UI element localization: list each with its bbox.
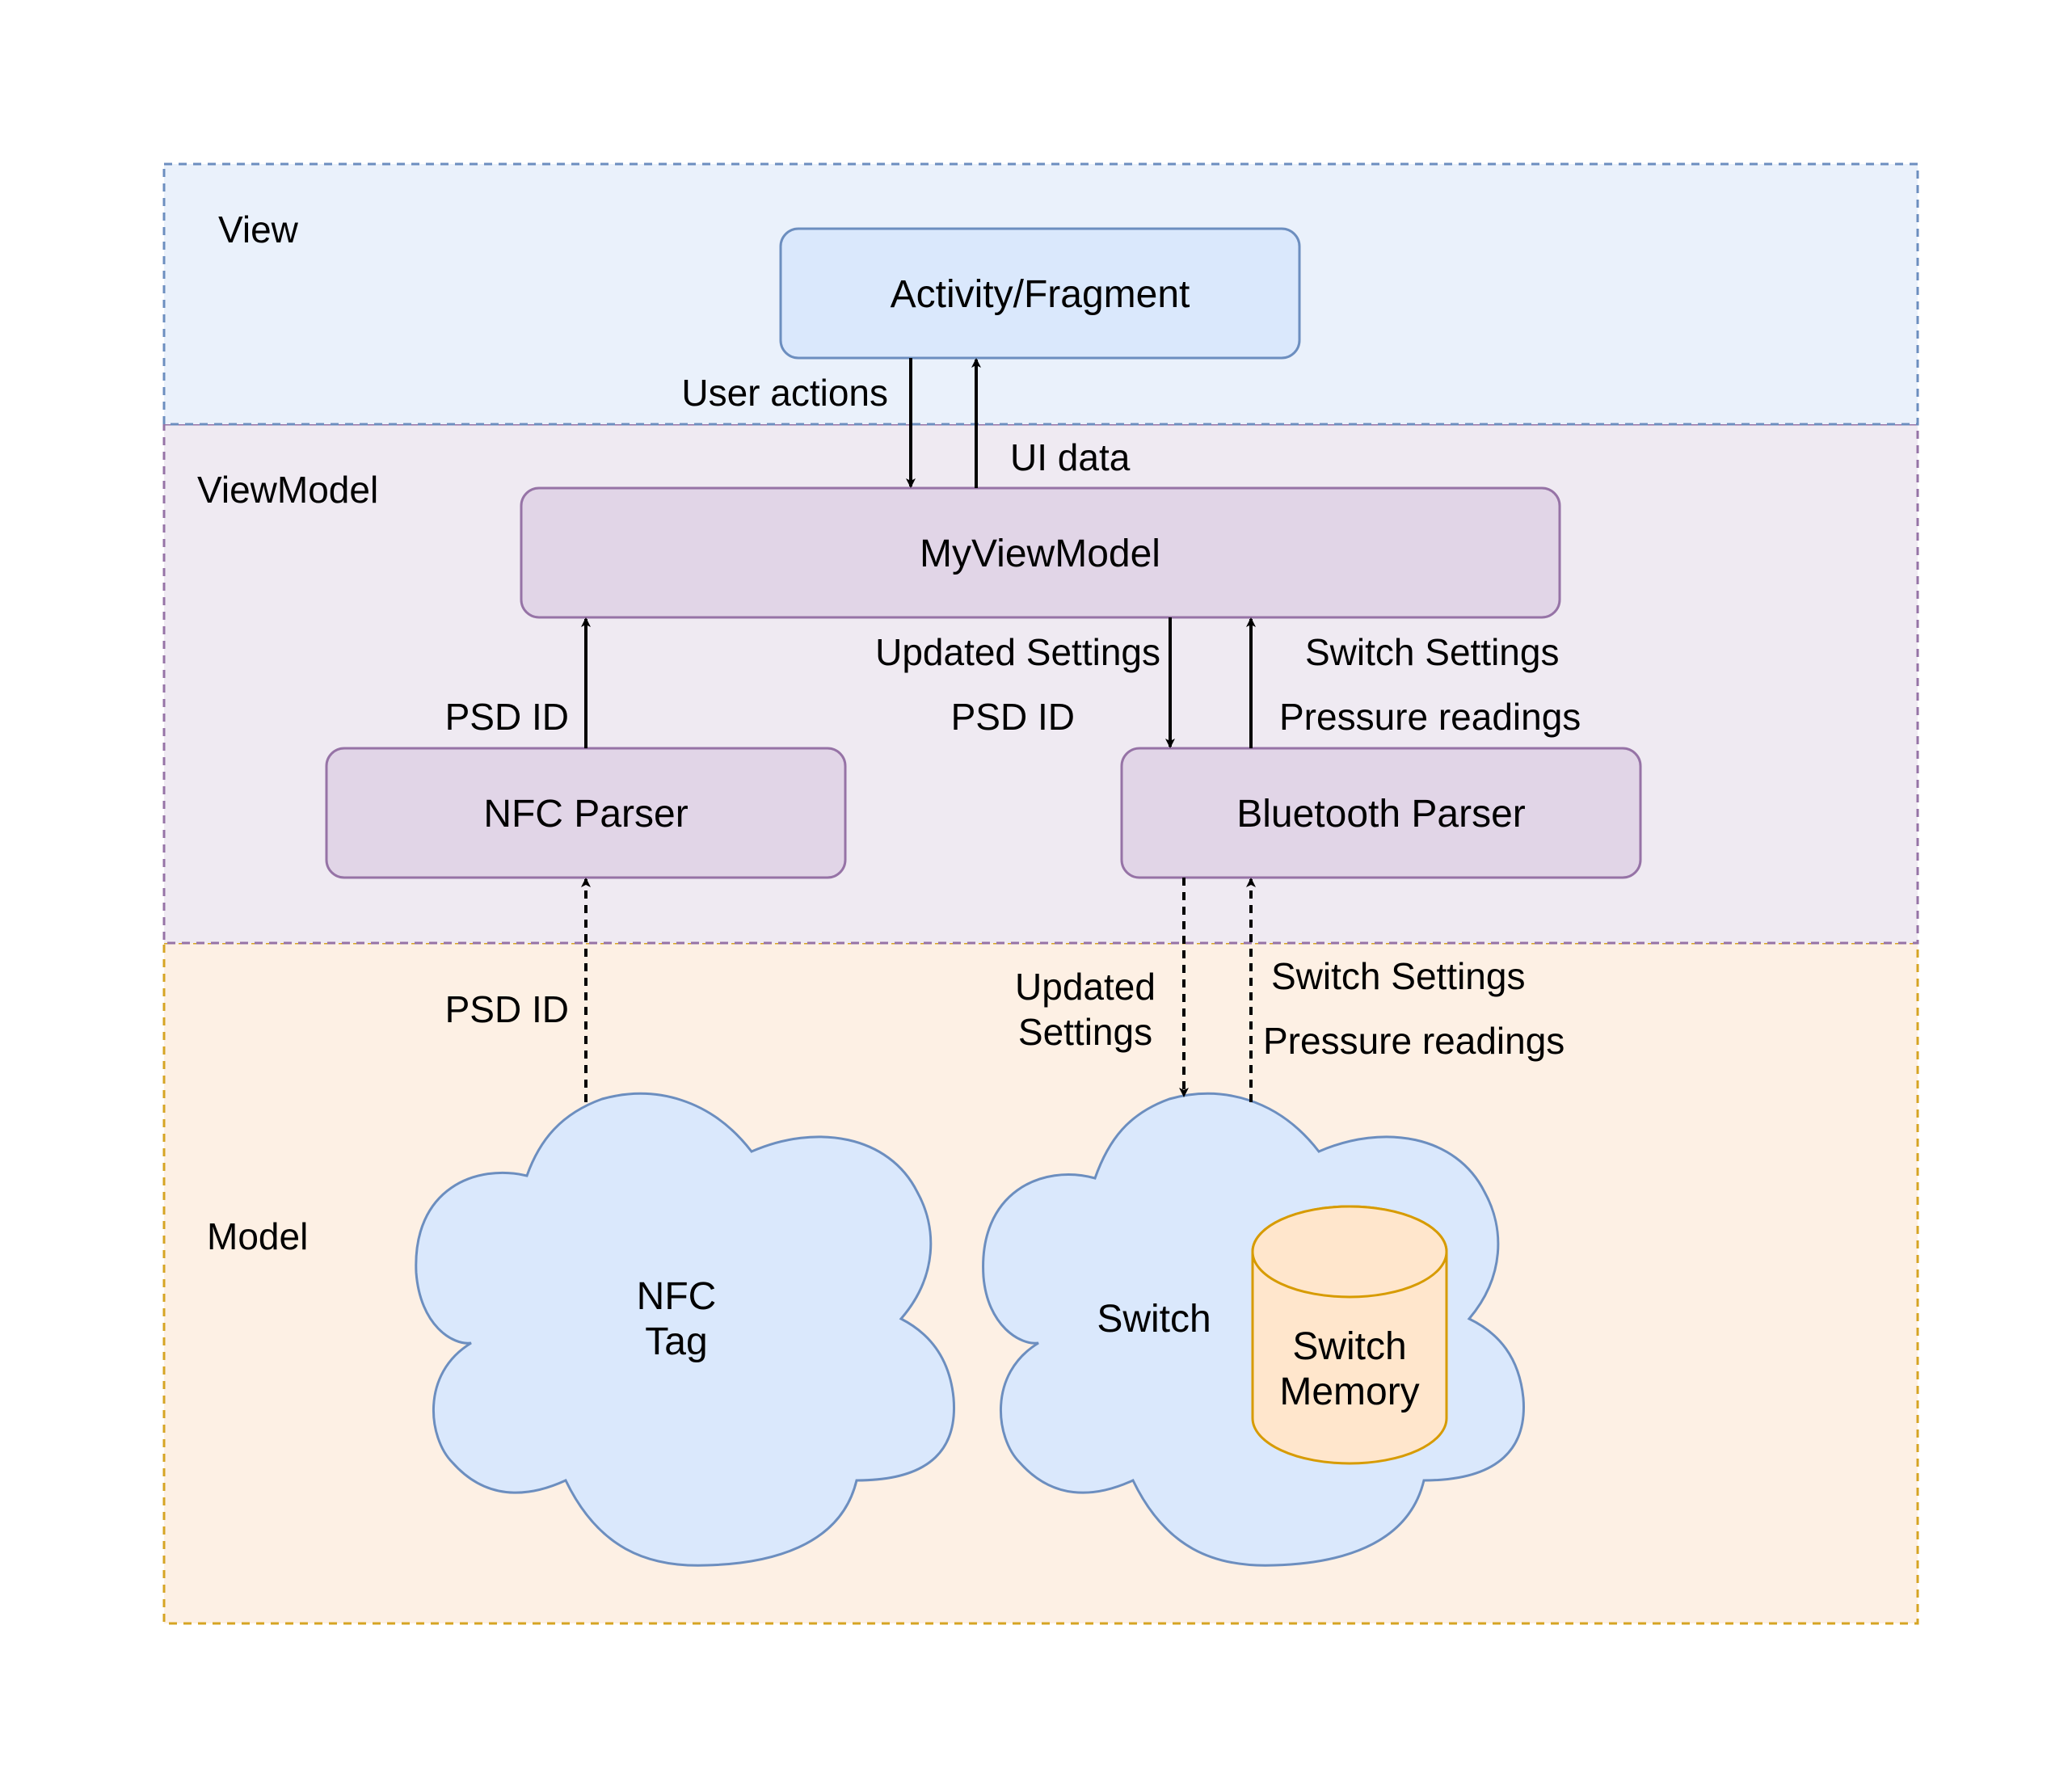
updated-settings-bt-to-switch-label-line1: Updated [1015,966,1156,1008]
pressure-readings-switch-to-bt-label: Pressure readings [1263,1020,1565,1062]
my-view-model-label: MyViewModel [920,533,1160,575]
switch-settings-switch-to-bt-label: Switch Settings [1271,955,1525,997]
user-actions-label: User actions [681,372,888,414]
psd-id-vm-to-bt-label: PSD ID [951,696,1075,738]
switch-memory-label-line1: Switch [1292,1325,1406,1368]
updated-settings-bt-to-switch-label-line2: Settings [1018,1011,1152,1053]
updated-settings-vm-to-bt-label: Updated Settings [875,631,1160,673]
bluetooth-parser-node[interactable] [1120,747,1642,879]
nfc-tag-cloud[interactable] [415,1092,956,1567]
psd-id-nfc-to-vm-label: PSD ID [445,696,569,738]
bluetooth-parser-label: Bluetooth Parser [1236,793,1526,836]
activity-fragment-label: Activity/Fragment [891,273,1190,316]
model-layer-label: Model [207,1215,308,1257]
view-layer-label: View [218,208,299,251]
psd-id-tag-to-nfc-label: PSD ID [445,988,569,1030]
switch-memory-cylinder[interactable] [1251,1205,1448,1465]
nfc-parser-label: NFC Parser [483,793,688,836]
pressure-readings-bt-to-vm-label: Pressure readings [1279,696,1581,738]
viewmodel-layer-label: ViewModel [197,469,378,511]
activity-fragment-node[interactable] [779,227,1301,360]
my-view-model-node[interactable] [520,486,1561,619]
switch-label: Switch [1097,1298,1211,1341]
nfc-tag-label-line2: Tag [645,1320,707,1363]
nfc-tag-label-line1: NFC [637,1275,717,1318]
switch-memory-label-line2: Memory [1279,1370,1419,1413]
ui-data-label: UI data [1010,436,1131,478]
switch-settings-bt-to-vm-label: Switch Settings [1305,631,1559,673]
